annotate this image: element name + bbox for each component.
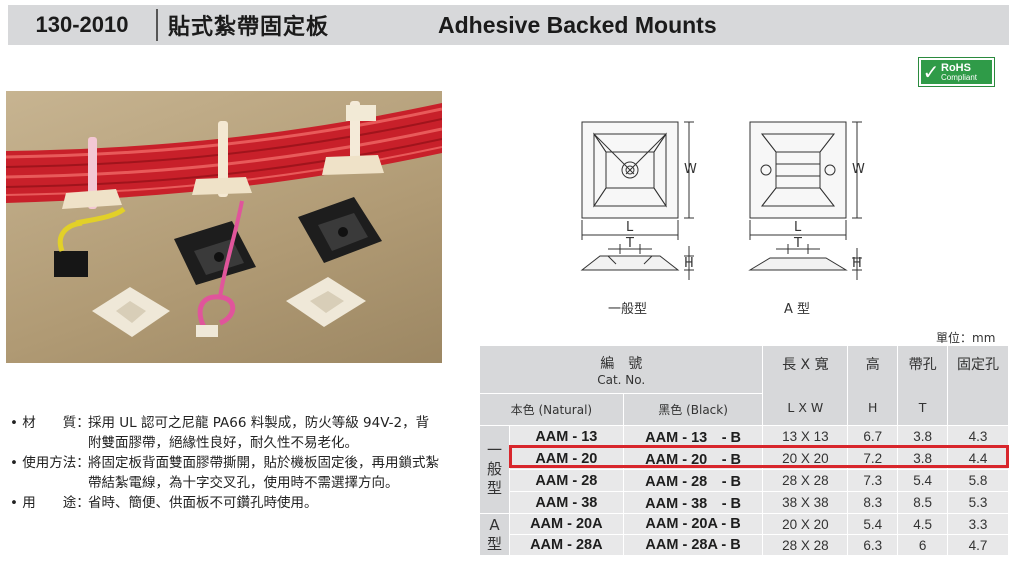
group-general: 一 般 型 <box>479 425 510 514</box>
group-char: 型 <box>486 534 502 553</box>
dim-h-general: H <box>684 256 694 271</box>
cell-fix: 3.3 <box>947 513 1009 535</box>
cell-height: 6.3 <box>847 534 899 556</box>
group-char: 一 <box>486 441 502 459</box>
spec-value: 將固定板背面雙面膠帶撕開，貼於機板固定後，再用鎖式紮帶結紮電線，為十字交叉孔，使… <box>88 455 439 491</box>
dim-w-a: W <box>852 162 865 177</box>
header-hole-sub: T <box>918 400 927 415</box>
cell-hole: 6 <box>897 534 949 556</box>
rohs-badge: ✓ RoHS Compliant <box>918 57 995 87</box>
group-char: 般 <box>486 460 502 478</box>
header-cat-cn: 編 號 <box>600 355 643 372</box>
dimension-diagrams: W L T H 一般型 W L T H A 型 <box>572 112 872 322</box>
cell-height: 7.2 <box>847 447 899 470</box>
header-height-sub: H <box>868 400 878 415</box>
title-chinese: 貼式紮帶固定板 <box>168 15 330 40</box>
cell-height: 7.3 <box>847 469 899 492</box>
cell-size: 13 X 13 <box>762 425 849 448</box>
cell-black: AAM - 38 - B <box>622 491 764 514</box>
cell-size: 38 X 38 <box>762 491 849 514</box>
rohs-sublabel: Compliant <box>941 72 978 82</box>
cell-height: 8.3 <box>847 491 899 514</box>
cell-fix: 4.3 <box>947 425 1009 448</box>
spec-table: 編 號 Cat. No. 長 X 寬 L X W 高 H 帶孔 T 固定孔 本色… <box>478 345 1009 556</box>
cell-natural: AAM - 13 <box>508 425 624 448</box>
cell-black: AAM - 20 - B <box>622 447 764 470</box>
dim-t-a: T <box>794 236 802 251</box>
cell-size: 20 X 20 <box>762 513 849 535</box>
spec-material: • 材 質： 採用 UL 認可之尼龍 PA66 料製成，防火等級 94V-2，背… <box>10 413 440 453</box>
header-fix: 固定孔 <box>947 345 1009 426</box>
unit-label: 單位：mm <box>936 331 996 345</box>
cell-fix: 5.8 <box>947 469 1009 492</box>
dim-w-general: W <box>684 162 697 177</box>
header-height-label: 高 <box>865 357 880 373</box>
cell-height: 6.7 <box>847 425 899 448</box>
spec-key: • 用 途： <box>10 495 90 511</box>
header-size: 長 X 寬 L X W <box>762 345 849 426</box>
cable-mounts-illustration <box>6 101 442 337</box>
title-bar: 130-2010 貼式紮帶固定板 Adhesive Backed Mounts <box>8 5 1009 45</box>
spec-value: 採用 UL 認可之尼龍 PA66 料製成，防火等級 94V-2，背附雙面膠帶，絕… <box>88 415 430 451</box>
cell-size: 28 X 28 <box>762 469 849 492</box>
check-icon: ✓ <box>922 60 940 84</box>
cell-fix: 4.4 <box>947 447 1009 470</box>
cell-hole: 4.5 <box>897 513 949 535</box>
product-photo <box>6 91 442 363</box>
cell-hole: 3.8 <box>897 447 949 470</box>
header-size-label: 長 X 寬 <box>782 357 829 373</box>
dim-l-a: L <box>794 220 802 235</box>
mount-drawing-icon <box>580 121 862 280</box>
cell-height: 5.4 <box>847 513 899 535</box>
cell-natural: AAM - 28A <box>508 534 624 556</box>
cell-hole: 3.8 <box>897 425 949 448</box>
header-fix-label: 固定孔 <box>957 357 1000 373</box>
cell-black: AAM - 28 - B <box>622 469 764 492</box>
catalog-code: 130-2010 <box>35 12 129 37</box>
header-natural: 本色 (Natural) <box>479 393 624 426</box>
header-hole: 帶孔 T <box>897 345 949 426</box>
group-a: A 型 <box>479 513 510 556</box>
cell-size: 20 X 20 <box>762 447 849 470</box>
cell-natural: AAM - 28 <box>508 469 624 492</box>
dim-t-general: T <box>626 236 634 251</box>
cell-fix: 5.3 <box>947 491 1009 514</box>
group-char: 型 <box>486 479 502 497</box>
general-type-label: 一般型 <box>608 302 648 317</box>
header-cat-no: 編 號 Cat. No. <box>478 345 764 394</box>
cell-black: AAM - 20A - B <box>622 513 764 535</box>
cell-hole: 5.4 <box>897 469 949 492</box>
title-english: Adhesive Backed Mounts <box>438 11 717 38</box>
group-char: A <box>489 515 500 534</box>
header-height: 高 H <box>847 345 899 426</box>
spec-value: 省時、簡便、供面板不可鑽孔時使用。 <box>88 495 318 511</box>
dim-l-general: L <box>626 220 634 235</box>
cell-black: AAM - 28A - B <box>622 534 764 556</box>
a-type-label: A 型 <box>784 302 811 317</box>
cell-fix: 4.7 <box>947 534 1009 556</box>
cell-natural: AAM - 20A <box>508 513 624 535</box>
header-cat-en: Cat. No. <box>597 372 646 387</box>
spec-list: • 材 質： 採用 UL 認可之尼龍 PA66 料製成，防火等級 94V-2，背… <box>10 413 440 513</box>
spec-key: • 使用方法： <box>10 455 90 471</box>
spec-usage: • 使用方法： 將固定板背面雙面膠帶撕開，貼於機板固定後，再用鎖式紮帶結紮電線，… <box>10 453 440 493</box>
dim-h-a: H <box>852 256 862 271</box>
cell-size: 28 X 28 <box>762 534 849 556</box>
header-size-sub: L X W <box>787 400 824 415</box>
header-black: 黑色 (Black) <box>622 393 764 426</box>
cell-natural: AAM - 38 <box>508 491 624 514</box>
header-hole-label: 帶孔 <box>908 357 937 373</box>
title-divider <box>156 9 158 41</box>
cell-hole: 8.5 <box>897 491 949 514</box>
cell-black: AAM - 13 - B <box>622 425 764 448</box>
cell-natural: AAM - 20 <box>508 447 624 470</box>
spec-purpose: • 用 途： 省時、簡便、供面板不可鑽孔時使用。 <box>10 493 440 513</box>
rohs-label: RoHS <box>941 61 971 74</box>
spec-key: • 材 質： <box>10 415 90 431</box>
